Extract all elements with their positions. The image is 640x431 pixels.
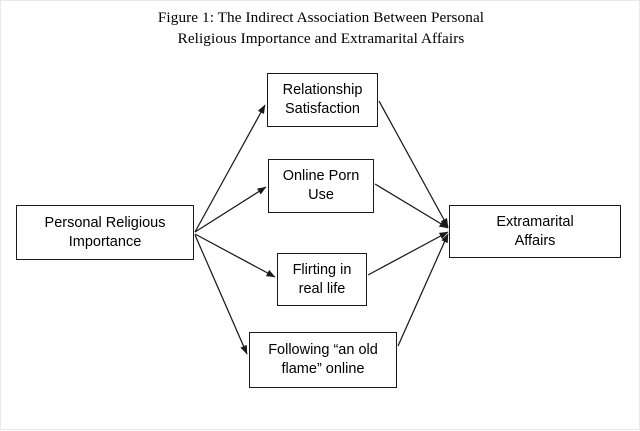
node-label: Relationship Satisfaction xyxy=(283,81,363,119)
node-label-line-2: Affairs xyxy=(514,232,556,249)
node-label-line-1: Online Porn xyxy=(282,168,360,184)
node-label-line-1: Following “an old xyxy=(268,342,378,358)
node-label: Extramarital Affairs xyxy=(496,213,573,251)
node-online-porn-use[interactable]: Online Porn Use xyxy=(268,159,374,213)
node-label: Flirting in real life xyxy=(293,261,352,299)
edge-pri-to-following-old-flame xyxy=(194,234,248,355)
edge-following-old-flame-to-affairs xyxy=(397,233,449,347)
figure-title-line-2: Religious Importance and Extramarital Af… xyxy=(177,30,465,47)
edge-relationship-satisfaction-to-affairs xyxy=(378,100,449,228)
node-label: Following “an old flame” online xyxy=(268,341,378,379)
node-label-line-2: Use xyxy=(308,187,334,203)
node-label: Online Porn Use xyxy=(283,167,360,205)
node-label-line-2: Importance xyxy=(68,233,142,250)
edge-pri-to-flirting-real-life xyxy=(194,233,276,278)
node-label-line-1: Personal Religious xyxy=(44,214,166,231)
edge-pri-to-relationship-satisfaction xyxy=(194,104,266,233)
edge-pri-to-online-porn-use xyxy=(194,186,267,233)
node-following-old-flame[interactable]: Following “an old flame” online xyxy=(249,332,397,388)
node-extramarital-affairs[interactable]: Extramarital Affairs xyxy=(449,205,621,258)
node-label-line-1: Relationship xyxy=(282,82,363,98)
edge-online-porn-use-to-affairs xyxy=(374,183,449,229)
node-label-line-2: Satisfaction xyxy=(285,101,360,117)
node-relationship-satisfaction[interactable]: Relationship Satisfaction xyxy=(267,73,378,127)
figure-title: Figure 1: The Indirect Association Betwe… xyxy=(1,7,640,49)
node-label-line-2: real life xyxy=(298,280,346,297)
node-label-line-2: flame” online xyxy=(281,361,365,377)
node-label: Personal Religious Importance xyxy=(45,214,166,252)
figure-title-line-1: Figure 1: The Indirect Association Betwe… xyxy=(157,9,485,26)
node-personal-religious-importance[interactable]: Personal Religious Importance xyxy=(16,205,194,260)
node-label-line-1: Flirting in xyxy=(292,261,352,278)
node-label-line-1: Extramarital xyxy=(496,213,574,230)
node-flirting-real-life[interactable]: Flirting in real life xyxy=(277,253,367,306)
edge-flirting-real-life-to-affairs xyxy=(367,231,449,276)
